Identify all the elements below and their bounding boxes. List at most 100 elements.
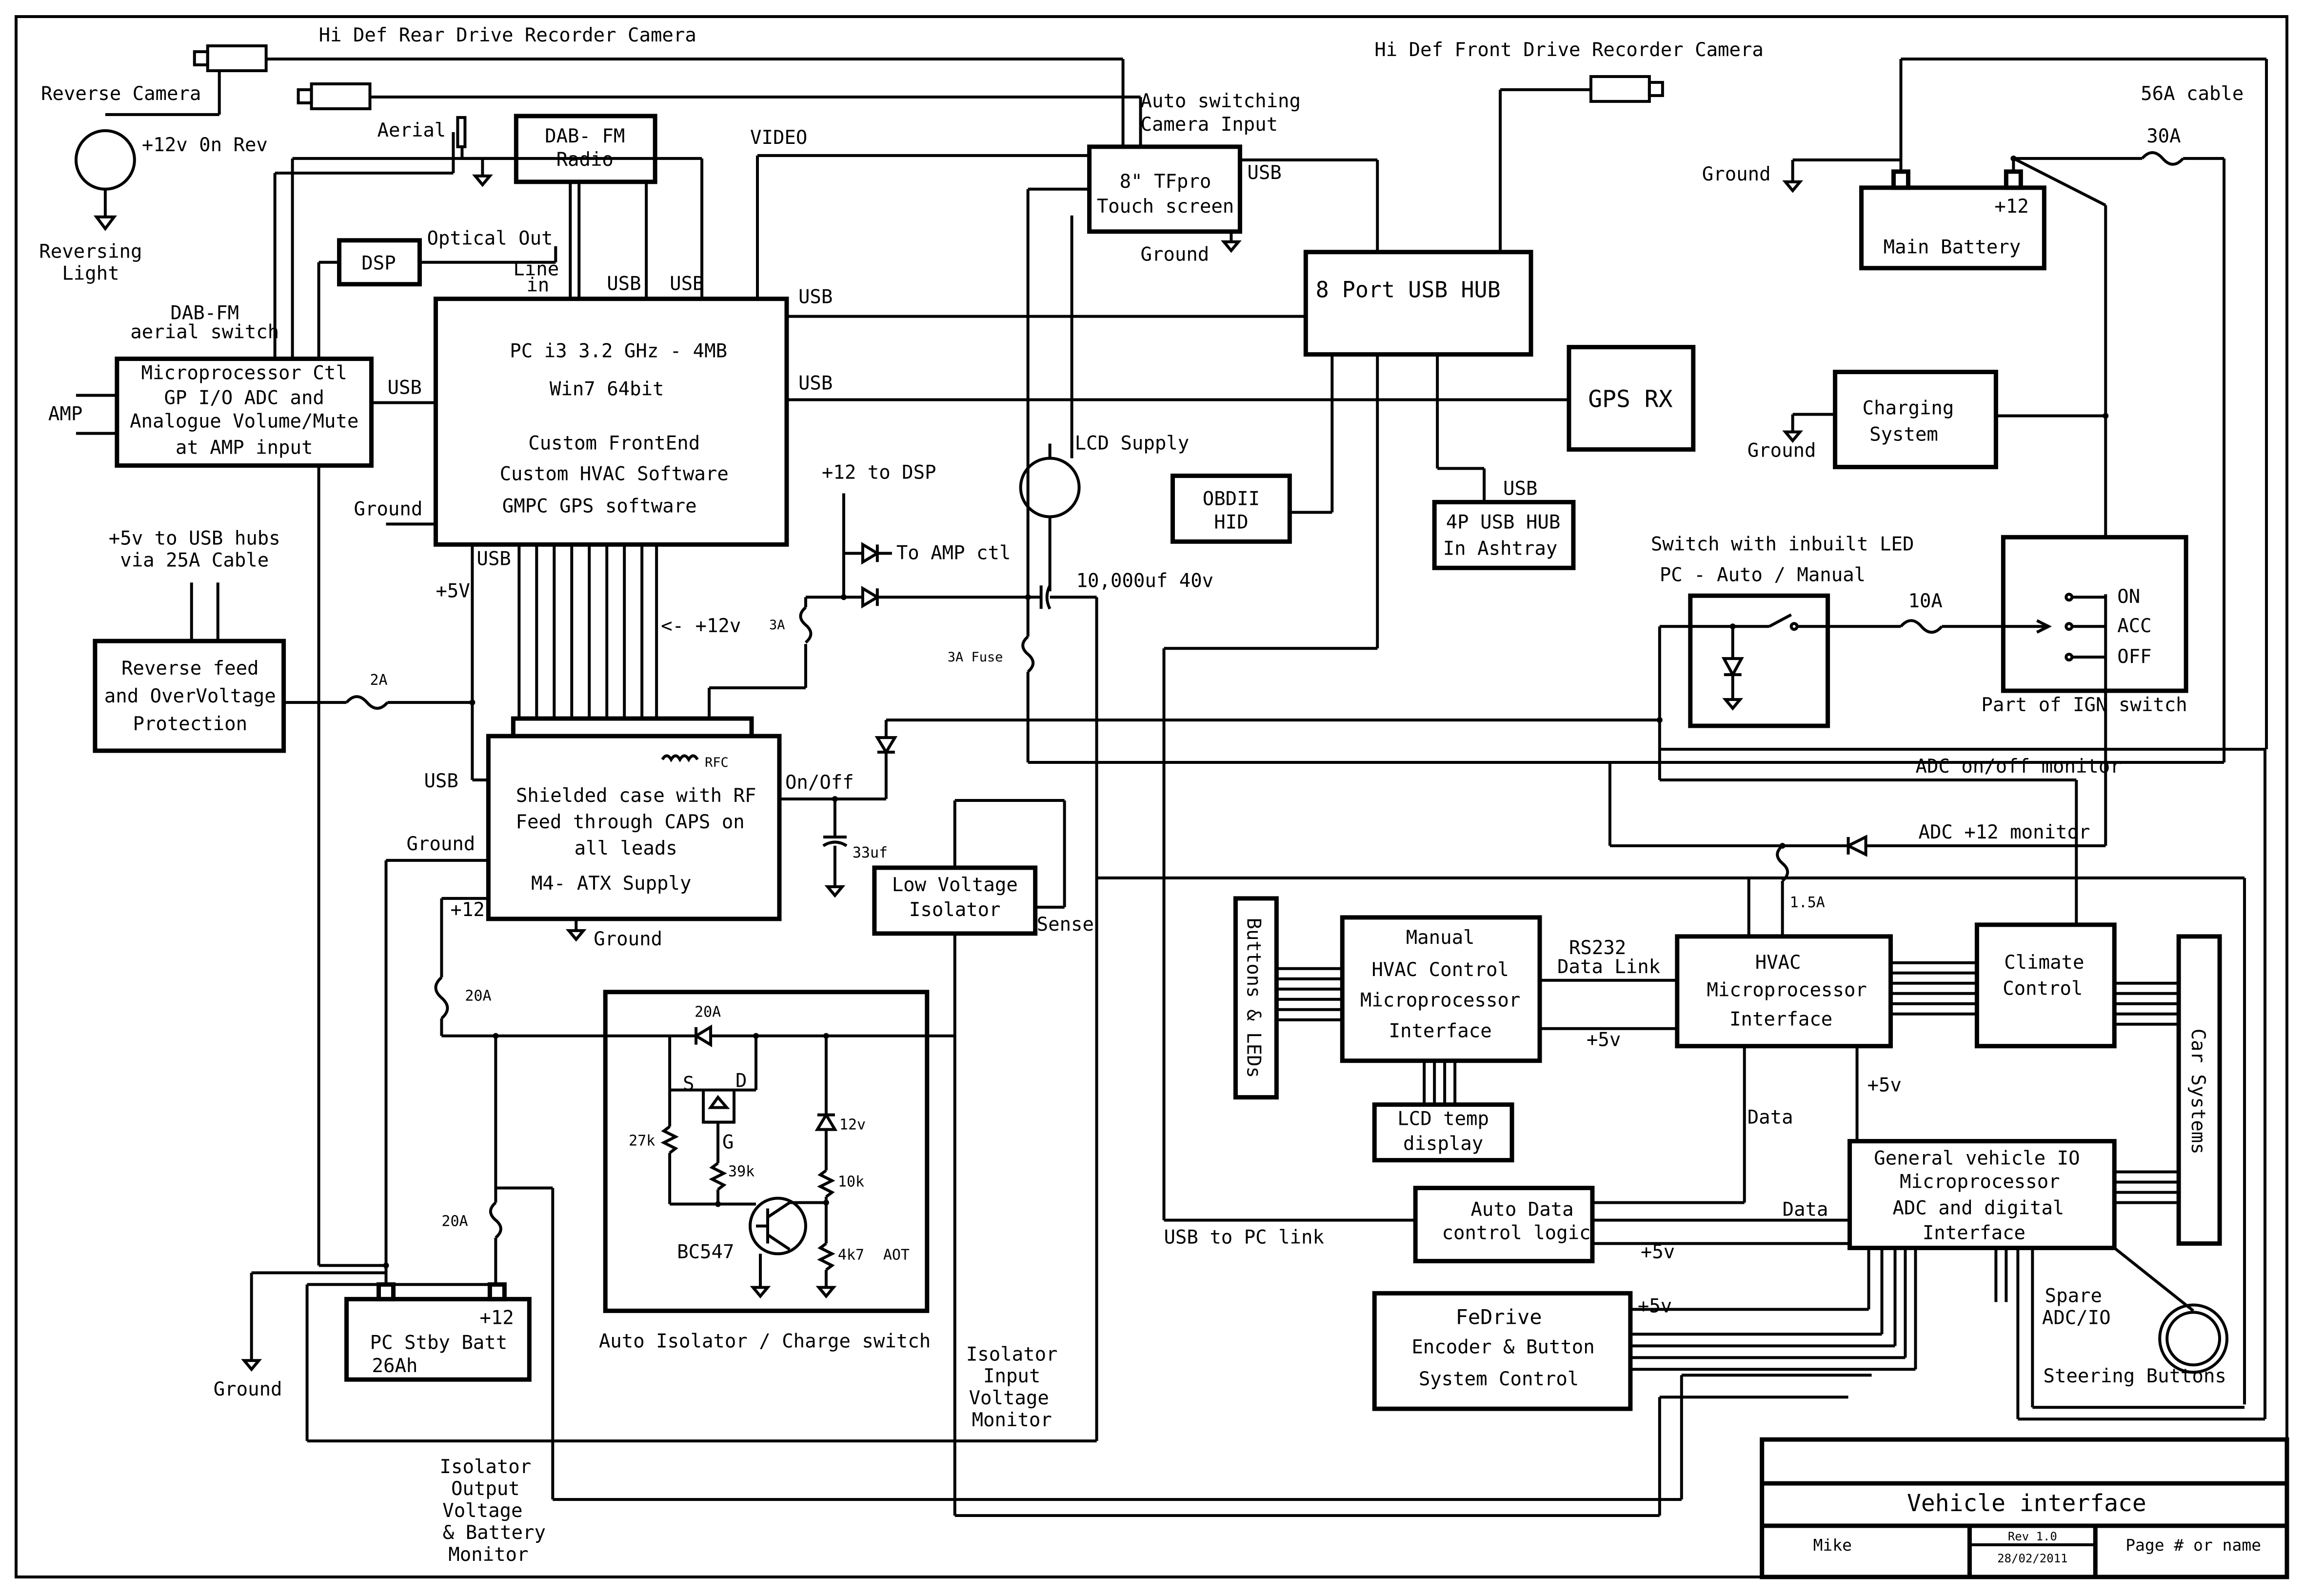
svg-text:4P USB HUB: 4P USB HUB [1446, 511, 1561, 533]
reverse-feed: +5v to USB hubs via 25A Cable Reverse fe… [93, 527, 489, 792]
title-block: Vehicle interface Mike Rev 1.0 28/02/201… [1760, 1437, 2289, 1579]
svg-text:In Ashtray: In Ashtray [1443, 538, 1558, 559]
svg-text:Auto Data: Auto Data [1470, 1198, 1573, 1220]
svg-text:OFF: OFF [2117, 646, 2151, 668]
microprocessor-ctl-box [115, 357, 374, 468]
svg-text:Reversing: Reversing [39, 241, 142, 263]
svg-text:+12: +12 [1994, 196, 2028, 218]
svg-text:+5v: +5v [1587, 1029, 1621, 1051]
svg-text:Voltage: Voltage [442, 1500, 522, 1522]
svg-text:USB: USB [387, 377, 421, 399]
svg-text:2A: 2A [370, 672, 388, 689]
svg-text:Analogue Volume/Mute: Analogue Volume/Mute [130, 410, 358, 432]
svg-text:Buttons & LEDs: Buttons & LEDs [1242, 918, 1264, 1078]
svg-text:Microprocessor: Microprocessor [1900, 1171, 2060, 1193]
svg-text:Data: Data [1747, 1107, 1793, 1129]
svg-text:33uf: 33uf [853, 844, 888, 861]
shielded-case: RFC Shielded case with RF Feed through C… [384, 716, 1663, 1266]
date-text: 28/02/2011 [1997, 1552, 2067, 1565]
standby-battery: 20A +12 PC Stby Batt 26Ah Ground Isolato… [214, 1036, 1872, 1566]
svg-text:Reverse Camera: Reverse Camera [41, 83, 201, 105]
svg-text:20A: 20A [441, 1213, 468, 1230]
fuse-15a-icon [1776, 844, 1789, 882]
svg-text:AMP: AMP [48, 403, 82, 425]
svg-text:Control: Control [2003, 978, 2083, 1000]
svg-text:GMPC GPS software: GMPC GPS software [502, 495, 697, 517]
usb-hub-section: 8 Port USB HUB USB GPS RX OBDII HID 4P U… [1162, 250, 1696, 1222]
svg-text:all leads: all leads [575, 838, 677, 859]
dab-radio-box [514, 114, 657, 184]
svg-text:USB: USB [424, 770, 458, 792]
svg-text:Microprocessor: Microprocessor [1360, 990, 1520, 1012]
svg-text:Ground: Ground [354, 498, 423, 520]
svg-text:3A Fuse: 3A Fuse [948, 650, 1003, 665]
svg-text:Part of IGN switch: Part of IGN switch [1981, 694, 2187, 716]
fedrive-box [1372, 1291, 1633, 1411]
resistor-10k-icon [817, 1169, 835, 1198]
svg-text:Ground: Ground [214, 1378, 282, 1400]
usb-hub-box [1303, 250, 1533, 357]
svg-text:PC Stby Batt: PC Stby Batt [370, 1332, 508, 1354]
svg-text:27k: 27k [629, 1133, 655, 1150]
auto-data-logic-box [1413, 1185, 1595, 1263]
svg-text:Climate: Climate [2004, 952, 2084, 974]
svg-text:Isolator: Isolator [966, 1343, 1058, 1365]
svg-text:Ground: Ground [406, 833, 475, 855]
svg-text:30A: 30A [2146, 125, 2181, 147]
svg-text:Isolator: Isolator [440, 1456, 532, 1478]
svg-text:Car Systems: Car Systems [2187, 1029, 2209, 1155]
svg-text:DAB-FM: DAB-FM [170, 302, 239, 324]
svg-text:Camera Input: Camera Input [1141, 114, 1278, 136]
charging-system-box [1833, 370, 1998, 469]
led-switch-box [1688, 593, 1830, 728]
svg-text:+5v: +5v [1867, 1075, 1902, 1097]
svg-text:LCD temp: LCD temp [1397, 1108, 1489, 1130]
svg-text:Steering Buttons: Steering Buttons [2044, 1365, 2226, 1387]
low-voltage-isolator: Low Voltage Isolator Sense Isolator Inpu… [872, 798, 1848, 1517]
svg-text:Output: Output [451, 1478, 520, 1500]
car-systems-box [2176, 934, 2222, 1246]
svg-text:Custom FrontEnd: Custom FrontEnd [528, 432, 700, 454]
svg-text:Interface: Interface [1923, 1222, 2025, 1244]
rear-camera-label: Hi Def Rear Drive Recorder Camera [319, 24, 696, 46]
fuse-3a-icon [799, 606, 813, 644]
steering-buttons-icon [2158, 1303, 2229, 1374]
svg-text:ADC on/off monitor: ADC on/off monitor [1916, 756, 2122, 778]
svg-text:Shielded case with RF: Shielded case with RF [516, 785, 756, 807]
lcd-temp-display-box [1372, 1102, 1514, 1163]
page-text: Page # or name [2125, 1536, 2261, 1555]
svg-text:System Control: System Control [1419, 1368, 1579, 1390]
svg-text:Interface: Interface [1389, 1020, 1492, 1042]
svg-text:USB: USB [670, 273, 704, 295]
svg-text:control logic: control logic [1442, 1222, 1591, 1244]
climate-control-box [1974, 922, 2117, 1049]
pc-section: PC i3 3.2 GHz - 4MB Win7 64bit Custom Fr… [354, 127, 1569, 764]
svg-text:Auto switching: Auto switching [1141, 90, 1301, 112]
svg-text:39k: 39k [728, 1163, 754, 1180]
svg-text:USB: USB [607, 273, 641, 295]
svg-text:Switch with inbuilt LED: Switch with inbuilt LED [1651, 533, 1914, 555]
svg-text:Custom HVAC Software: Custom HVAC Software [500, 463, 729, 485]
svg-text:+12v 0n Rev: +12v 0n Rev [142, 134, 268, 156]
svg-text:Spare: Spare [2045, 1285, 2102, 1307]
obdii-hid-box [1170, 473, 1292, 544]
svg-text:10A: 10A [1908, 590, 1943, 612]
resistor-27k-icon [660, 1125, 679, 1154]
touch-screen-box [1087, 144, 1242, 234]
svg-text:10k: 10k [838, 1173, 864, 1190]
svg-text:Reverse feed: Reverse feed [121, 658, 259, 679]
svg-text:+12: +12 [450, 899, 484, 921]
manual-hvac-box [1340, 915, 1542, 1063]
author-text: Mike [1813, 1536, 1852, 1555]
svg-text:USB: USB [476, 548, 511, 570]
svg-text:Optical Out: Optical Out [427, 228, 553, 250]
hvac-microprocessor-box [1675, 934, 1893, 1049]
ign-switch-section: Switch with inbuilt LED PC - Auto / Manu… [1608, 533, 2188, 937]
main-battery-box [1859, 185, 2046, 271]
auto-isolator-box [603, 990, 930, 1313]
svg-text:56A cable: 56A cable [2141, 83, 2243, 105]
svg-text:M4- ATX Supply: M4- ATX Supply [531, 873, 691, 895]
svg-text:& Battery: & Battery [443, 1522, 546, 1544]
